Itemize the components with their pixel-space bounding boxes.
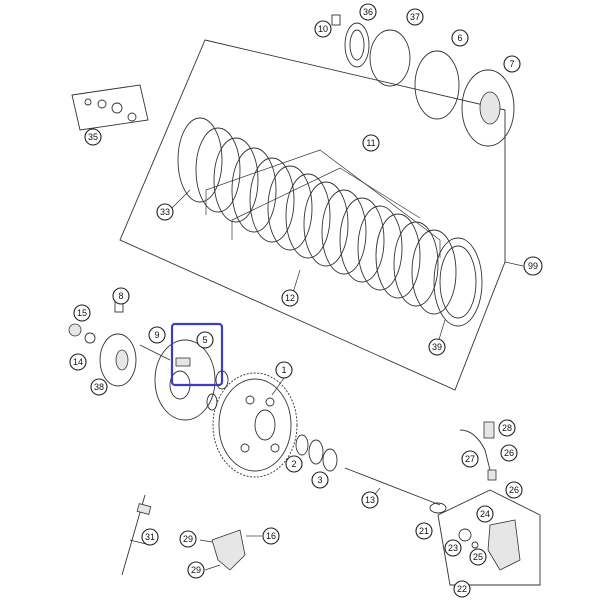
callout-27: 27 bbox=[461, 450, 479, 468]
callout-29-lower-label: 29 bbox=[191, 565, 201, 575]
callout-26-upper: 26 bbox=[500, 444, 518, 462]
callout-13: 13 bbox=[361, 491, 379, 509]
callout-35-label: 35 bbox=[88, 132, 98, 142]
callout-1: 1 bbox=[275, 361, 293, 379]
slave-cylinder-group bbox=[437, 489, 541, 586]
callout-22-label: 22 bbox=[457, 584, 467, 594]
push-rod bbox=[344, 467, 441, 506]
callout-6-label: 6 bbox=[457, 33, 462, 43]
callout-6: 6 bbox=[451, 29, 469, 47]
callout-14-label: 14 bbox=[73, 357, 83, 367]
callout-99-label: 99 bbox=[528, 261, 538, 271]
callout-33-label: 33 bbox=[160, 207, 170, 217]
callout-12-label: 12 bbox=[285, 293, 295, 303]
callout-23: 23 bbox=[444, 539, 462, 557]
callout-28-label: 28 bbox=[502, 423, 512, 433]
callout-9-label: 9 bbox=[154, 330, 159, 340]
callout-99: 99 bbox=[523, 256, 543, 276]
callout-37: 37 bbox=[406, 8, 424, 26]
callout-11: 11 bbox=[362, 134, 380, 152]
callout-16: 16 bbox=[262, 527, 280, 545]
top-parts bbox=[331, 14, 515, 147]
callout-3: 3 bbox=[311, 471, 329, 489]
clutch-plate-stack bbox=[177, 117, 483, 327]
callout-35: 35 bbox=[84, 128, 102, 146]
bushings bbox=[295, 434, 338, 472]
pressure-plate-assembly bbox=[68, 299, 171, 387]
callout-15: 15 bbox=[73, 304, 91, 322]
callout-8-label: 8 bbox=[118, 291, 123, 301]
callout-39-label: 39 bbox=[432, 342, 442, 352]
callout-25: 25 bbox=[469, 548, 487, 566]
callout-9: 9 bbox=[148, 326, 166, 344]
callout-3-label: 3 bbox=[317, 475, 322, 485]
callout-14: 14 bbox=[69, 353, 87, 371]
callout-31-label: 31 bbox=[145, 532, 155, 542]
callout-10-label: 10 bbox=[318, 24, 328, 34]
callout-28: 28 bbox=[498, 419, 516, 437]
clutch-kit-outline bbox=[119, 39, 506, 391]
highlight-box bbox=[170, 322, 224, 387]
callout-29-lower: 29 bbox=[187, 561, 205, 579]
callout-24-label: 24 bbox=[480, 509, 490, 519]
callout-36: 36 bbox=[359, 3, 377, 21]
callout-29-upper: 29 bbox=[179, 530, 197, 548]
callout-2-label: 2 bbox=[291, 459, 296, 469]
callout-29-upper-label: 29 bbox=[183, 534, 193, 544]
callout-1-label: 1 bbox=[281, 365, 286, 375]
callout-7: 7 bbox=[503, 55, 521, 73]
callout-23-label: 23 bbox=[448, 543, 458, 553]
callout-31: 31 bbox=[141, 528, 159, 546]
callout-21-label: 21 bbox=[419, 526, 429, 536]
small-parts-set bbox=[71, 84, 149, 131]
callout-26-lower-label: 26 bbox=[509, 485, 519, 495]
bracket-assembly bbox=[199, 529, 262, 571]
callout-13-label: 13 bbox=[365, 495, 375, 505]
callout-26-upper-label: 26 bbox=[504, 448, 514, 458]
callout-26-lower: 26 bbox=[505, 481, 523, 499]
callout-27-label: 27 bbox=[465, 454, 475, 464]
callout-5-label: 5 bbox=[202, 335, 207, 345]
callout-11-label: 11 bbox=[366, 138, 375, 148]
callout-36-label: 36 bbox=[363, 7, 373, 17]
callout-21: 21 bbox=[415, 522, 433, 540]
callout-22: 22 bbox=[453, 580, 471, 598]
callout-16-label: 16 bbox=[266, 531, 276, 541]
callout-15-label: 15 bbox=[77, 308, 87, 318]
callout-5: 5 bbox=[196, 331, 214, 349]
callout-10: 10 bbox=[314, 20, 332, 38]
callout-7-label: 7 bbox=[509, 59, 514, 69]
callout-37-label: 37 bbox=[410, 12, 420, 22]
inner-clutch-hub bbox=[154, 339, 229, 421]
callout-39: 39 bbox=[428, 338, 446, 356]
callout-38: 38 bbox=[90, 378, 108, 396]
callout-2: 2 bbox=[285, 455, 303, 473]
callout-25-label: 25 bbox=[473, 552, 483, 562]
clutch-basket-gear bbox=[212, 372, 298, 478]
callout-38-label: 38 bbox=[94, 382, 104, 392]
callout-12: 12 bbox=[281, 289, 299, 307]
callout-24: 24 bbox=[476, 505, 494, 523]
callout-33: 33 bbox=[156, 203, 174, 221]
assembly-tool bbox=[121, 494, 152, 576]
callout-8: 8 bbox=[112, 287, 130, 305]
